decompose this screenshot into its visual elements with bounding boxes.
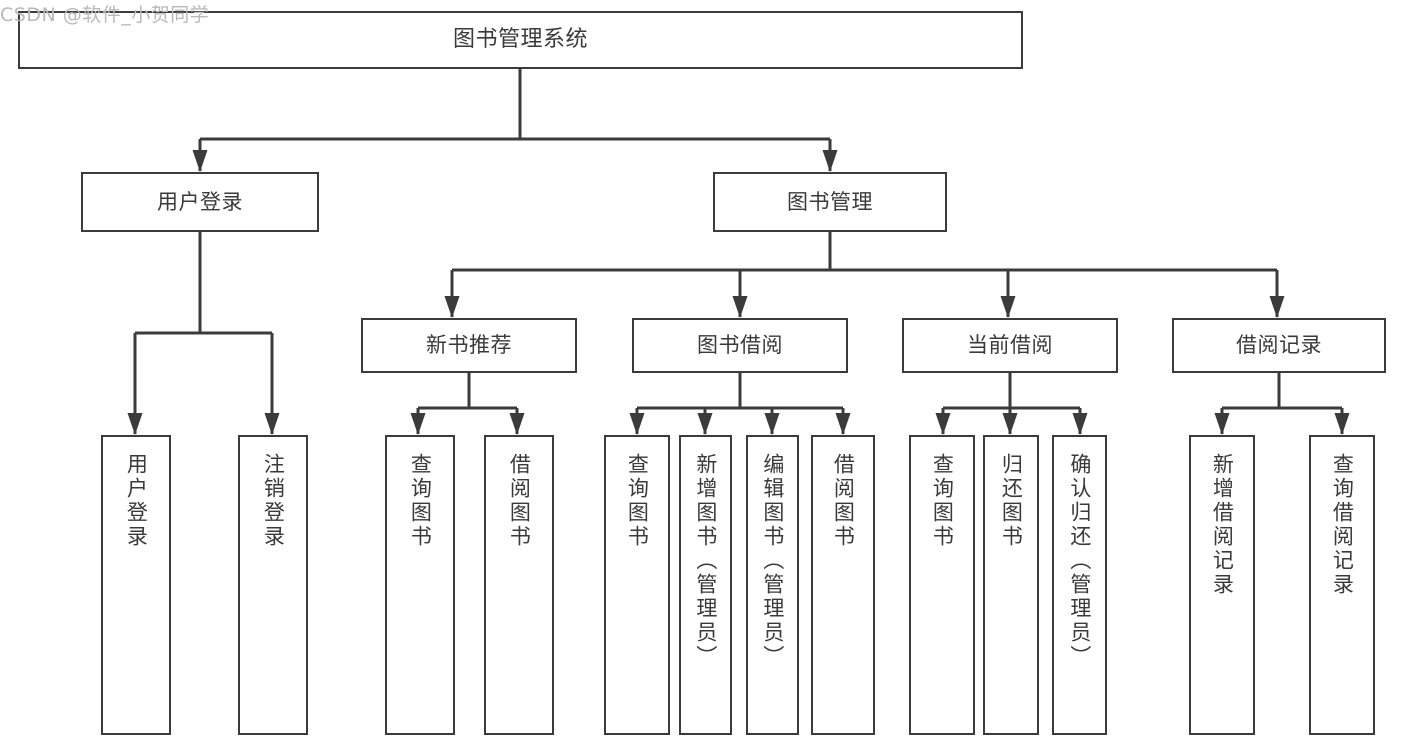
node-leaf-confirm-return: 确认归还（管理员） [1052,435,1107,735]
node-label: 图书管理系统 [452,27,588,53]
new-book-rec-bus-arrow-0 [410,413,426,435]
current-borrow-bus-arrow-0 [935,413,951,435]
new-book-rec-bus-arrow-1 [509,413,525,435]
node-borrow-record: 借阅记录 [1172,318,1386,373]
node-leaf-query-record: 查询借阅记录 [1309,435,1375,735]
connector-lines [133,69,1344,434]
node-new-book-rec: 新书推荐 [361,318,577,373]
node-label: 新增图书（管理员） [693,453,718,669]
book-mgmt-bus-arrow-0 [444,296,460,318]
node-leaf-return-book: 归还图书 [983,435,1039,735]
node-book-borrow: 图书借阅 [632,318,848,373]
user-login-bus-arrow-1 [264,413,280,435]
book-mgmt-bus-arrow-1 [732,296,748,318]
node-label: 查询图书 [625,453,650,549]
borrow-record-bus-arrow-1 [1334,413,1350,435]
node-leaf-user-login: 用户登录 [101,435,171,735]
node-leaf-edit-book: 编辑图书（管理员） [746,435,799,735]
node-leaf-logout: 注销登录 [238,435,308,735]
node-label: 用户登录 [157,189,243,214]
borrow-record-bus-arrow-0 [1214,413,1230,435]
node-label: 查询图书 [408,453,433,549]
node-label: 图书借阅 [697,333,783,358]
node-leaf-query-book-1: 查询图书 [385,435,455,735]
node-leaf-borrow-book-1: 借阅图书 [484,435,554,735]
user-login-bus-arrow-0 [127,413,143,435]
book-borrow-bus-arrow-3 [835,413,851,435]
node-label: 查询借阅记录 [1330,453,1355,597]
node-label: 归还图书 [999,453,1024,549]
root-bus-arrow-1 [822,150,838,172]
node-leaf-query-book-2: 查询图书 [604,435,670,735]
root-bus-arrow-0 [192,150,208,172]
node-label: 用户登录 [124,453,149,549]
node-leaf-borrow-book-2: 借阅图书 [811,435,875,735]
node-current-borrow: 当前借阅 [902,318,1118,373]
current-borrow-bus-arrow-1 [1002,413,1018,435]
node-label: 新增借阅记录 [1210,453,1235,597]
node-book-mgmt: 图书管理 [713,172,947,232]
node-label: 注销登录 [261,453,286,549]
node-label: 图书管理 [787,189,873,214]
book-mgmt-bus-arrow-3 [1269,296,1285,318]
node-root: 图书管理系统 [18,11,1023,69]
connector-arrowheads [127,150,1350,435]
node-label: 新书推荐 [426,333,512,358]
node-label: 借阅图书 [831,453,856,549]
node-label: 当前借阅 [967,333,1053,358]
node-label: 查询图书 [930,453,955,549]
book-mgmt-bus-arrow-2 [1000,296,1016,318]
node-user-login: 用户登录 [81,172,319,232]
book-borrow-bus-arrow-2 [764,413,780,435]
node-label: 编辑图书（管理员） [760,453,785,669]
node-label: 确认归还（管理员） [1067,453,1092,669]
node-leaf-add-book: 新增图书（管理员） [679,435,732,735]
book-borrow-bus-arrow-0 [629,413,645,435]
node-label: 借阅图书 [507,453,532,549]
book-borrow-bus-arrow-1 [697,413,713,435]
node-label: 借阅记录 [1236,333,1322,358]
node-leaf-query-book-3: 查询图书 [909,435,975,735]
current-borrow-bus-arrow-2 [1072,413,1088,435]
node-leaf-add-record: 新增借阅记录 [1189,435,1255,735]
